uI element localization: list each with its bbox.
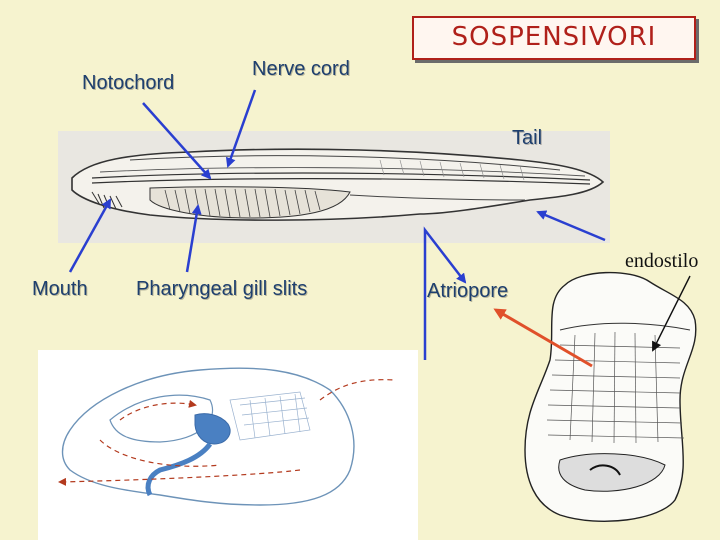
tail-pointer [536, 210, 606, 242]
atriopore-pointer [423, 226, 467, 360]
endostilo-label: endostilo [625, 250, 699, 272]
endostilo-pointer [652, 275, 691, 352]
nerve-cord-label: Nerve cord [252, 58, 350, 80]
ascidian-basket-illustration [524, 271, 697, 523]
gill-slits-pointer [185, 204, 202, 273]
mouth-pointer [68, 198, 112, 273]
atriopore-label: Atriopore [427, 280, 509, 302]
amphioxus-illustration [58, 131, 610, 243]
pharyngeal-gill-slits-label: Pharyngeal gill slits [136, 278, 308, 300]
title-box: SOSPENSIVORI [412, 16, 696, 60]
mouth-label: Mouth [32, 278, 88, 300]
nerve-cord-pointer [225, 89, 257, 168]
notochord-label: Notochord [82, 72, 175, 94]
tail-label: Tail [512, 127, 543, 149]
notochord-pointer [142, 102, 212, 180]
atriopore-flow-arrow [493, 308, 593, 368]
slide-title: SOSPENSIVORI [451, 22, 657, 52]
ascidian-section-illustration [38, 350, 418, 540]
